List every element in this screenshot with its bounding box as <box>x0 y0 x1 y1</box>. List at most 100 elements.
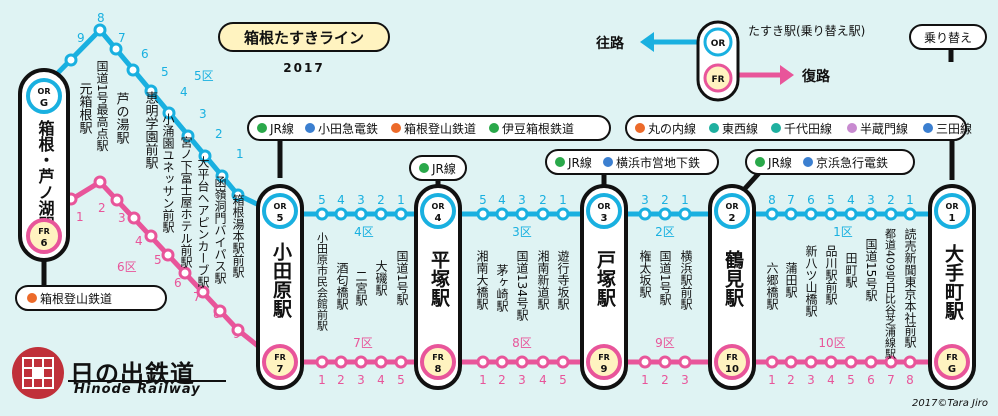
svg-text:10区: 10区 <box>818 336 845 350</box>
svg-text:酒匂橋駅: 酒匂橋駅 <box>335 262 349 311</box>
svg-text:6: 6 <box>867 373 875 387</box>
svg-text:5: 5 <box>154 253 162 267</box>
station-names-s4: 国道1号駅 大磯駅 二宮駅 酒匂橋駅 小田原市民会館前駅 <box>316 232 410 332</box>
svg-text:FR: FR <box>711 75 724 85</box>
station-names-s5: 箱根湯本駅前駅 函嶺洞門バイパス駅 大平台ヘアピンカーブ駅 宮ノ下富士屋ホテル前… <box>77 60 246 289</box>
svg-text:6: 6 <box>174 276 182 290</box>
station-totsuka[interactable]: OR 3 戸塚駅 FR 9 <box>580 184 628 390</box>
svg-text:9: 9 <box>601 364 608 375</box>
svg-text:2: 2 <box>661 373 669 387</box>
svg-text:7: 7 <box>277 364 284 375</box>
station-otemachi[interactable]: OR 1 大手町駅 FR G <box>928 184 976 390</box>
svg-text:OR: OR <box>711 39 726 49</box>
svg-text:千代田線: 千代田線 <box>784 121 832 136</box>
svg-text:1: 1 <box>318 373 326 387</box>
svg-text:二宮駅: 二宮駅 <box>354 270 368 307</box>
station-name-ashinoko: 箱根・芦ノ湖駅 <box>36 119 56 233</box>
station-ashinoko[interactable]: OR G 箱根・芦ノ湖駅 FR 6 <box>18 68 70 262</box>
svg-text:小田原市民会館前駅: 小田原市民会館前駅 <box>316 232 329 332</box>
svg-text:1: 1 <box>76 210 84 224</box>
svg-text:都道409号日比谷芝浦線駅: 都道409号日比谷芝浦線駅 <box>884 228 897 360</box>
svg-text:横浜駅前駅: 横浜駅前駅 <box>679 250 693 311</box>
legend: 往路 復路 OR FR たすき駅(乗り替え駅) 乗り替え <box>596 20 987 102</box>
or-num: 3 <box>199 107 207 121</box>
svg-text:G: G <box>40 98 48 109</box>
station-name: 小涌園ユネッサン前駅 <box>161 113 175 234</box>
hinode-logo-icon <box>12 347 64 399</box>
transfer-box-otemachi: 丸の内線 東西線 千代田線 半蔵門線 三田線 <box>625 115 972 141</box>
station-odawara[interactable]: OR 5 小田原駅 FR 7 <box>256 184 304 390</box>
station-names-s1: 読売新聞東京本社前駅 都道409号日比谷芝浦線駅 国道15号駅 田町駅 品川駅前… <box>765 227 917 360</box>
station-name-odawara: 小田原駅 <box>270 242 293 319</box>
station-name: 函嶺洞門バイパス駅 <box>213 176 227 285</box>
svg-text:8: 8 <box>435 364 442 375</box>
svg-text:新八ツ山橋駅: 新八ツ山橋駅 <box>804 244 818 318</box>
or-num: 2 <box>215 127 223 141</box>
svg-text:1: 1 <box>949 213 956 224</box>
station-name-tsurumi: 鶴見駅 <box>722 249 745 308</box>
company-name: 日の出鉄道 <box>70 360 195 388</box>
line-title: 箱根たすきライン <box>244 29 364 47</box>
station-tsurumi[interactable]: OR 2 鶴見駅 FR 10 <box>708 184 756 390</box>
svg-text:5: 5 <box>847 373 855 387</box>
or-num: 1 <box>236 147 244 161</box>
svg-text:4: 4 <box>847 193 855 207</box>
or-num: 8 <box>97 11 105 25</box>
svg-text:FR: FR <box>274 353 286 362</box>
svg-text:2区: 2区 <box>655 225 675 239</box>
legend-tasuki: たすき駅(乗り替え駅) <box>748 24 865 38</box>
section-label-5: 5区 <box>194 69 214 83</box>
svg-text:蒲田駅: 蒲田駅 <box>784 262 798 299</box>
svg-text:3: 3 <box>601 213 608 224</box>
svg-text:FR: FR <box>946 353 958 362</box>
svg-text:FR: FR <box>38 227 50 236</box>
station-names-s2: 横浜駅前駅 国道1号駅 権太坂駅 <box>638 249 693 311</box>
svg-text:1区: 1区 <box>833 225 853 239</box>
svg-text:5: 5 <box>827 193 835 207</box>
section-label-6: 6区 <box>117 260 137 274</box>
svg-text:5: 5 <box>479 193 487 207</box>
transfer-box-tsurumi: JR線 京浜急行電鉄 <box>745 149 915 175</box>
svg-text:7: 7 <box>887 373 895 387</box>
svg-text:FR: FR <box>432 353 444 362</box>
svg-text:5: 5 <box>397 373 405 387</box>
station-hiratsuka[interactable]: OR 4 平塚駅 FR 8 <box>414 184 462 390</box>
transfer-box-totsuka: JR線 横浜市営地下鉄 <box>545 149 719 175</box>
svg-text:5: 5 <box>559 373 567 387</box>
svg-text:8: 8 <box>906 373 914 387</box>
svg-text:10: 10 <box>725 364 739 375</box>
svg-text:4: 4 <box>435 213 442 224</box>
svg-text:4: 4 <box>135 234 143 248</box>
svg-text:1: 1 <box>397 193 405 207</box>
svg-text:茅ヶ崎駅: 茅ヶ崎駅 <box>495 264 509 313</box>
svg-text:品川駅前駅: 品川駅前駅 <box>824 245 838 306</box>
company-name-en: Hinode Railway <box>74 382 201 397</box>
svg-text:2: 2 <box>729 213 736 224</box>
svg-text:9区: 9区 <box>655 336 675 350</box>
legend-transfer: 乗り替え <box>924 31 972 45</box>
svg-text:4: 4 <box>539 373 547 387</box>
svg-text:3: 3 <box>357 373 365 387</box>
svg-text:国道1号駅: 国道1号駅 <box>658 250 672 306</box>
svg-text:京浜急行電鉄: 京浜急行電鉄 <box>816 155 888 170</box>
svg-text:JR線: JR線 <box>431 161 456 176</box>
station-name-otemachi: 大手町駅 <box>942 243 965 321</box>
or-num: 7 <box>118 31 126 45</box>
station-name-totsuka: 戸塚駅 <box>594 250 617 308</box>
svg-text:3: 3 <box>867 193 875 207</box>
svg-text:3: 3 <box>518 373 526 387</box>
legend-outbound: 往路 <box>596 35 625 52</box>
svg-text:六郷橋駅: 六郷橋駅 <box>765 262 779 311</box>
svg-text:4区: 4区 <box>354 225 374 239</box>
svg-text:1: 1 <box>768 373 776 387</box>
svg-text:4: 4 <box>827 373 835 387</box>
svg-text:OR: OR <box>946 202 959 211</box>
svg-text:丸の内線: 丸の内線 <box>648 121 696 136</box>
transfer-box-hiratsuka: JR線 <box>409 155 467 181</box>
legend-return: 復路 <box>801 68 831 85</box>
station-name-hiratsuka: 平塚駅 <box>428 250 451 308</box>
station-name: 恵明学園前駅 <box>143 91 159 170</box>
svg-text:2: 2 <box>787 373 795 387</box>
